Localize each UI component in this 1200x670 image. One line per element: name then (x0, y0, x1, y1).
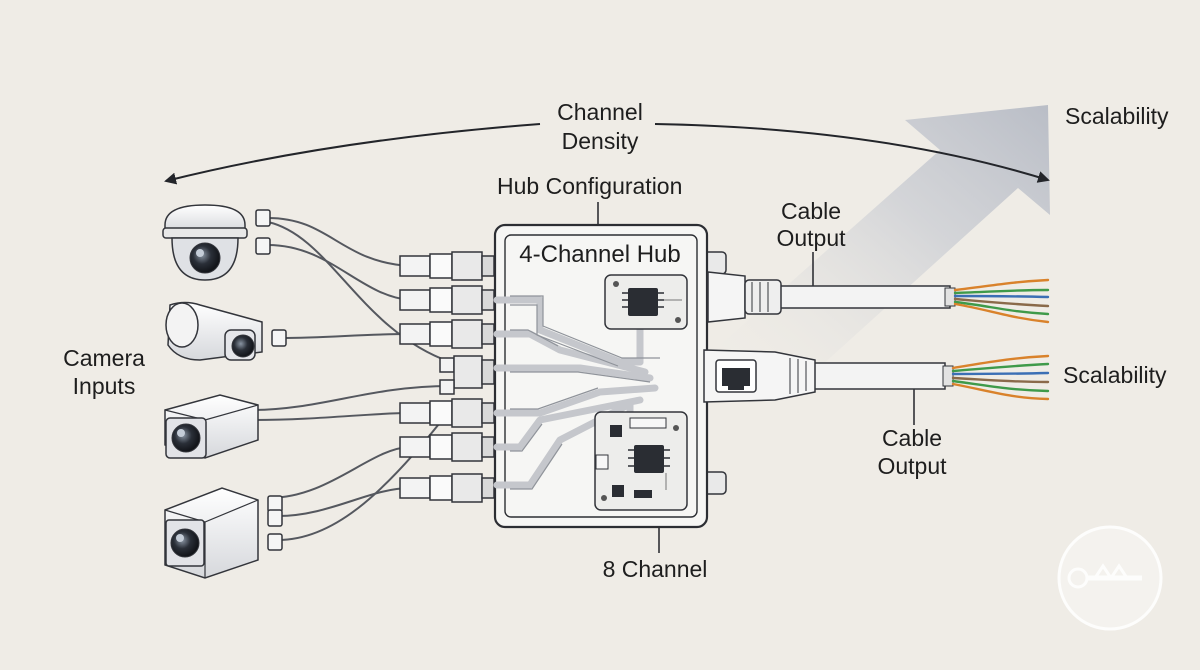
bnc-connector (399, 473, 495, 503)
internal-trace-outlines (510, 295, 660, 490)
logo-circle-icon (1057, 525, 1163, 631)
scalability-arrow (720, 105, 1050, 385)
bnc-connector (399, 398, 495, 428)
cable-output-bottom-label-line2: Output (877, 453, 947, 479)
box-camera-icon (164, 394, 259, 459)
scalability-top-label: Scalability (1065, 103, 1169, 129)
bullet-camera-icon (165, 301, 263, 361)
output-cable-bottom (703, 349, 954, 403)
scalability-bottom-label: Scalability (1063, 362, 1167, 388)
bnc-connector (399, 251, 495, 281)
cable-output-top-label-line2: Output (776, 225, 846, 251)
hub-configuration-label: Hub Configuration (497, 173, 682, 199)
channel-density-label-line2: Density (562, 128, 639, 154)
camera-inputs-label-line2: Inputs (73, 373, 136, 399)
internal-traces (493, 296, 659, 489)
eight-channel-label: 8 Channel (603, 556, 708, 582)
wire-fan-top (953, 278, 1050, 324)
bnc-connectors (399, 251, 495, 503)
dome-camera-icon (162, 204, 248, 281)
camera-plugs (255, 209, 287, 551)
channel-density-label: Channel (557, 99, 643, 125)
camera-inputs-label: Camera (63, 345, 145, 371)
hub-title: 4-Channel Hub (519, 241, 680, 268)
top-circuit-board (604, 274, 688, 330)
cube-camera-icon (164, 487, 259, 579)
channel-density-arrow-right (654, 123, 1050, 183)
bnc-connector (399, 319, 495, 349)
wire-fan-bottom (951, 354, 1050, 401)
bnc-connector (399, 432, 495, 462)
rj45-port-icon (722, 368, 750, 390)
channel-density-arrow (164, 123, 541, 185)
cable-output-top-label: Cable (781, 198, 841, 224)
cable-output-bottom-label: Cable (882, 425, 942, 451)
main-circuit-board (594, 411, 688, 511)
bnc-connector (439, 355, 495, 395)
bnc-connector (399, 285, 495, 315)
output-cable-top (707, 271, 956, 323)
